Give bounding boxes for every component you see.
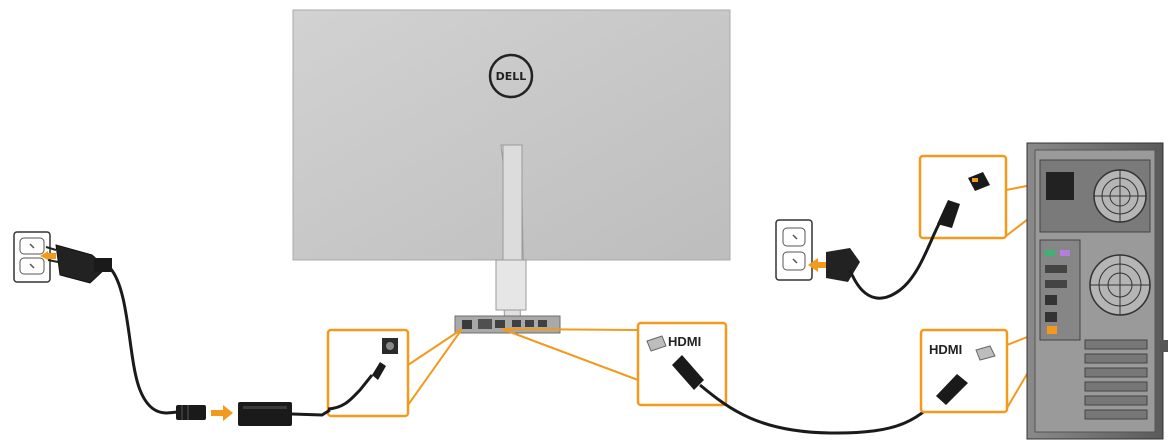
- dc-cable-into-callout: [327, 374, 374, 411]
- power-inlet-icon: [1046, 172, 1074, 200]
- dc-plug-icon: [372, 362, 386, 380]
- power-connector-icon: [176, 405, 206, 420]
- power-connector-icon: [937, 200, 960, 228]
- power-cable-right: [848, 221, 942, 300]
- hdmi-monitor-callout: HDMI: [636, 321, 728, 407]
- callout-lines: [407, 328, 639, 406]
- fan-grille-icon: [1089, 254, 1151, 316]
- hdmi-computer-label: HDMI: [929, 342, 962, 357]
- dc-cable: [291, 408, 331, 417]
- power-plug-icon: [826, 248, 860, 282]
- dc-in-callout: [326, 328, 410, 418]
- arrow-left-icon: [808, 258, 828, 272]
- brand-logo: DELL: [488, 53, 534, 99]
- hdmi-computer-callout: HDMI: [919, 328, 1009, 414]
- arrow-right-icon: [40, 251, 56, 260]
- monitor-stand: [495, 144, 527, 333]
- fan-grille-icon: [1093, 169, 1147, 223]
- power-adapter-icon: [238, 402, 292, 426]
- arrow-right-icon: [211, 405, 233, 421]
- computer-power-callout: [918, 154, 1008, 240]
- hdmi-port-icon: [975, 345, 996, 361]
- wall-outlet-right: [775, 219, 813, 281]
- computer-tower: [1026, 142, 1168, 440]
- hdmi-connector-icon: [672, 355, 704, 390]
- hdmi-port-icon: [646, 335, 667, 352]
- power-cable-left: [108, 266, 179, 415]
- power-inlet-icon: [968, 172, 990, 191]
- hdmi-connector-icon: [936, 374, 968, 405]
- power-plug-icon: [45, 244, 112, 284]
- hdmi-cable: [699, 383, 947, 435]
- hdmi-monitor-label: HDMI: [668, 334, 701, 349]
- brand-logo-text: DELL: [496, 70, 527, 83]
- expansion-slots: [1084, 339, 1148, 420]
